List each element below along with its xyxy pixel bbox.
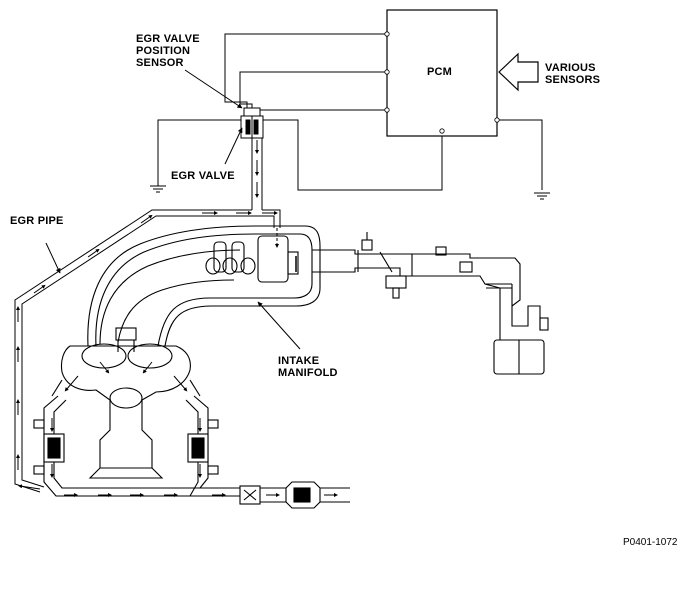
ground-symbol-right [534, 192, 550, 200]
egr-valve [240, 107, 264, 210]
various-sensors-arrow [498, 52, 539, 92]
air-intake-duct [312, 232, 549, 375]
intake-manifold-label: INTAKE MANIFOLD [278, 355, 338, 379]
pcm-terminals [384, 31, 500, 134]
egr-pipe-flow-arrows [16, 211, 278, 490]
egr-inlet-to-plenum [262, 209, 281, 248]
exhaust-left-bank [33, 395, 240, 497]
pcm-box [386, 9, 498, 137]
egr-pipe-label: EGR PIPE [10, 215, 64, 227]
various-sensors-label: VARIOUS SENSORS [545, 62, 601, 86]
ground-symbol-left [150, 185, 166, 193]
exhaust-right-bank [185, 395, 219, 497]
leader-lines [45, 69, 301, 350]
sensor-wiring [157, 33, 543, 191]
egr-valve-position-sensor-label: EGR VALVE POSITION SENSOR [136, 33, 200, 69]
engine-flow-arrows [64, 361, 188, 392]
pcm-label: PCM [427, 66, 453, 78]
exhaust-pipe [239, 481, 350, 509]
figure-reference: P0401-1072 [623, 537, 678, 548]
intake-manifold [87, 225, 321, 347]
exhaust-flow-arrows [50, 418, 338, 497]
egr-valve-label: EGR VALVE [171, 170, 235, 182]
engine-block [51, 327, 201, 479]
